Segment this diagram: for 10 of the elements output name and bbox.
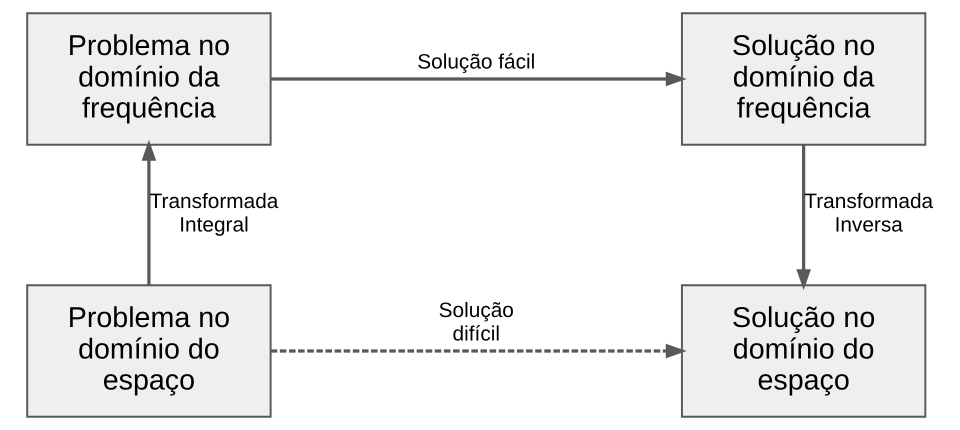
arrow (141, 140, 156, 286)
arrow (796, 144, 810, 290)
arrow (270, 344, 686, 358)
node-box: Problema no domínio da frequência (26, 12, 272, 146)
arrow (270, 72, 686, 86)
node-box: Solução no domínio da frequência (680, 12, 926, 146)
node-box: Problema no domínio do espaço (26, 284, 272, 418)
edge-label: Solução fácil (416, 50, 535, 74)
node-box: Solução no domínio do espaço (680, 284, 926, 418)
edge-label: Solução difícil (438, 298, 514, 346)
